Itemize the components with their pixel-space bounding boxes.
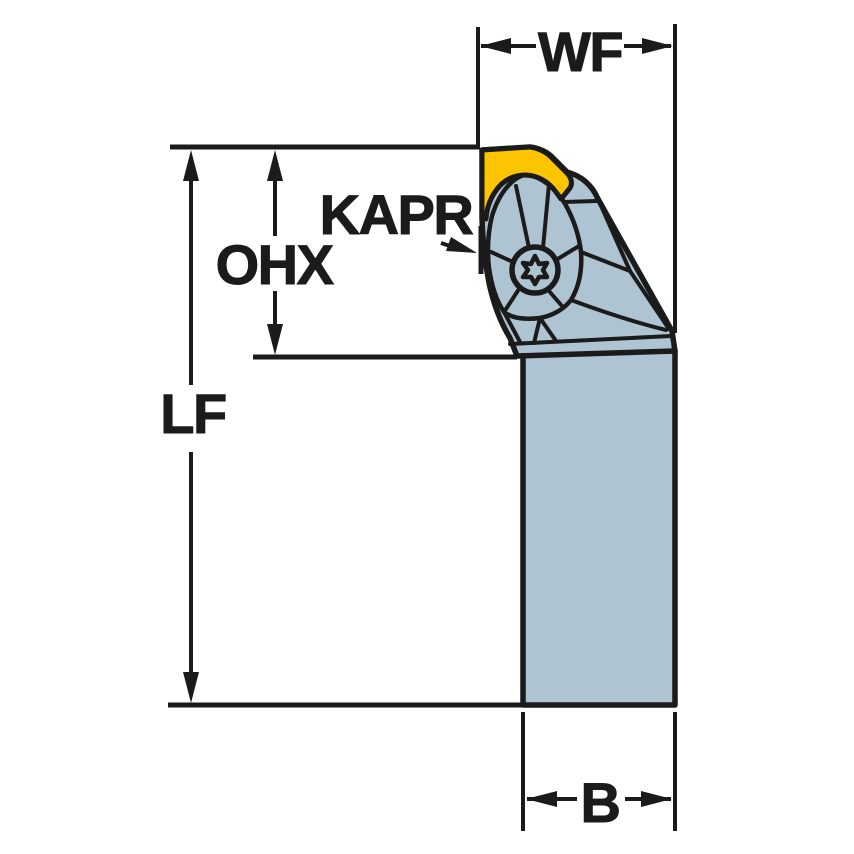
tool-holder [479, 144, 678, 708]
spoke-line [514, 184, 531, 250]
dimensions: WF LF OHX KAPR [160, 20, 677, 835]
wf-label: WF [538, 20, 622, 83]
lf-label: LF [160, 382, 226, 445]
dimension-lf: LF [160, 150, 228, 703]
facet-line [569, 298, 668, 332]
dimension-wf: WF [476, 20, 677, 333]
spoke-line [489, 250, 515, 264]
dimension-b: B [521, 712, 677, 835]
arrowhead-down [267, 324, 283, 355]
arrowhead-up [183, 150, 199, 181]
arrowhead-right [642, 38, 673, 54]
spoke-line [504, 287, 521, 311]
tool-shank [520, 347, 678, 708]
arrowhead-right [641, 791, 672, 807]
kapr-label: KAPR [320, 183, 474, 246]
head-band-line [508, 334, 673, 346]
facet-line [538, 316, 558, 343]
facet-line [579, 250, 632, 273]
arrowhead-left [480, 38, 511, 54]
arrowhead-left [526, 791, 557, 807]
torx-socket-icon [520, 253, 550, 287]
dimension-ohx: OHX [215, 150, 336, 355]
arrowhead-leader [446, 237, 477, 253]
facet-line [562, 199, 598, 204]
spoke-line [541, 182, 551, 250]
ohx-label: OHX [216, 233, 334, 296]
arrowhead-down [183, 672, 199, 703]
arrowhead-up [267, 150, 283, 181]
facet-line [532, 316, 542, 345]
clamp-facet-lines [489, 182, 671, 345]
cutting-insert [479, 144, 574, 222]
b-label: B [581, 771, 620, 834]
facet-line [502, 310, 522, 344]
dimension-kapr: KAPR [319, 183, 484, 274]
spoke-line [547, 289, 564, 308]
spoke-line [554, 244, 581, 262]
